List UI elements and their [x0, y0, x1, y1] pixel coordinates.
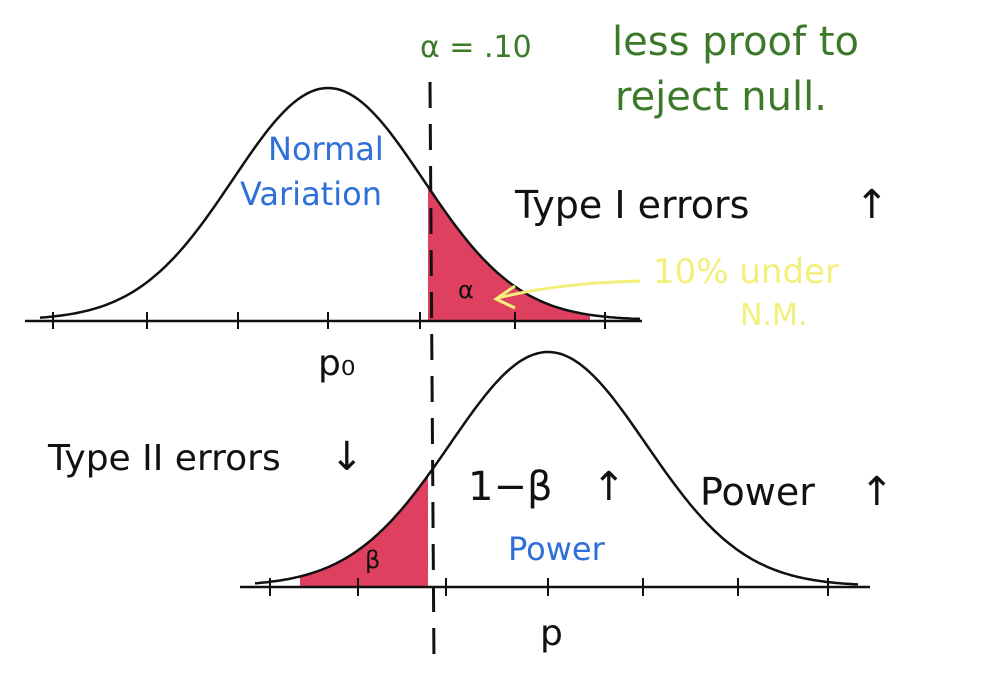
note-line-2: reject null.: [615, 74, 827, 120]
alpha-level-label: α = .10: [420, 30, 532, 65]
alternative-distribution-curve: [254, 350, 859, 586]
null-distribution-curve: [39, 86, 641, 321]
type-two-arrow-down-icon: ↓: [330, 434, 364, 480]
power-side-arrow-up-icon: ↑: [860, 469, 894, 515]
normal-label-line-1: Normal: [268, 130, 384, 168]
alpha-shaded-region: [428, 186, 590, 320]
null-mean-label: p₀: [318, 343, 355, 384]
annotation-line-1: 10% under: [653, 252, 839, 292]
power-side-label: Power: [700, 470, 815, 514]
note-line-1: less proof to: [612, 19, 859, 65]
type-one-arrow-up-icon: ↑: [855, 182, 889, 228]
critical-value-dashed-line: [428, 81, 436, 666]
beta-shaded-region: [300, 475, 428, 586]
annotation-arrow: [497, 279, 641, 300]
normal-label-line-2: Variation: [240, 175, 382, 213]
annotation-arrowhead: [492, 284, 516, 310]
type-two-errors-label: Type II errors: [47, 438, 281, 479]
power-region-label: Power: [508, 530, 606, 568]
top-axis-ticks: [52, 312, 606, 329]
beta-region-label: β: [365, 546, 380, 574]
alpha-region-label: α: [458, 276, 474, 304]
annotation-line-2: N.M.: [740, 298, 807, 333]
type-one-errors-label: Type I errors: [514, 183, 749, 227]
one-minus-beta-arrow-up-icon: ↑: [592, 464, 626, 510]
alternative-mean-label: p: [540, 613, 563, 654]
one-minus-beta-label: 1−β: [468, 464, 553, 510]
